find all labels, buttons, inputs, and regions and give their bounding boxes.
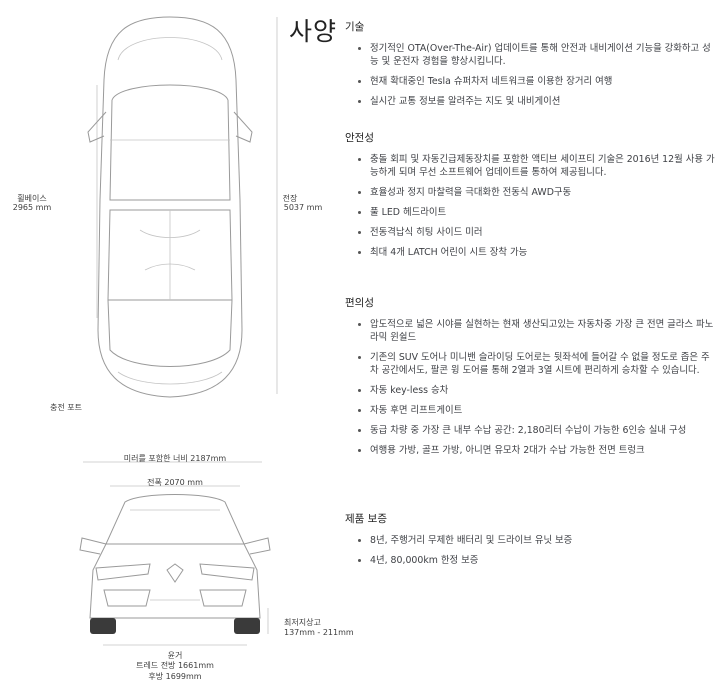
section-convenience: 편의성 압도적으로 넓은 시야를 실현하는 현재 생산되고있는 자동차중 가장 … [345, 295, 715, 464]
list-item: 충돌 회피 및 자동긴급제동장치를 포함한 액티브 세이프티 기술은 2016년… [345, 153, 715, 179]
list-item: 압도적으로 넓은 시야를 실현하는 현재 생산되고있는 자동차중 가장 큰 전면… [345, 318, 715, 344]
charge-port-label: 충전 포트 [50, 403, 82, 412]
section-warranty: 제품 보증 8년, 주행거리 무제한 배터리 및 드라이브 유닛 보증 4년, … [345, 511, 715, 574]
length-value: 5037 mm [283, 203, 323, 212]
section-technology: 기술 정기적인 OTA(Over-The-Air) 업데이트를 통해 안전과 내… [345, 19, 715, 115]
list-item: 정기적인 OTA(Over-The-Air) 업데이트를 통해 안전과 내비게이… [345, 42, 715, 68]
section-heading: 기술 [345, 21, 365, 33]
list-item: 기존의 SUV 도어나 미니밴 슬라이딩 도어로는 뒷좌석에 들어갈 수 없을 … [345, 351, 715, 377]
track-label: 윤거 [167, 651, 183, 660]
list-item: 효율성과 정지 마찰력을 극대화한 전동식 AWD구동 [345, 186, 715, 199]
car-top-view-diagram [87, 16, 278, 398]
clearance-value: 137mm - 211mm [284, 628, 354, 637]
length-label: 전장 [282, 194, 298, 203]
track-front: 트레드 전방 1661mm [136, 661, 214, 670]
section-heading: 안전성 [345, 132, 374, 144]
list-item: 8년, 주행거리 무제한 배터리 및 드라이브 유닛 보증 [345, 534, 715, 547]
wheelbase-label: 휠베이스 [17, 194, 47, 203]
track-rear: 후방 1699mm [148, 672, 202, 681]
list-item: 동급 차량 중 가장 큰 내부 수납 공간: 2,180리터 수납이 가능한 6… [345, 424, 715, 437]
width: 전폭 2070 mm [147, 478, 203, 487]
wheelbase-value: 2965 mm [12, 203, 52, 212]
list-item: 최대 4개 LATCH 어린이 시트 장착 가능 [345, 246, 715, 259]
list-item: 여행용 가방, 골프 가방, 아니면 유모차 2대가 수납 가능한 전면 트렁크 [345, 444, 715, 457]
list-item: 자동 후면 리프트게이트 [345, 404, 715, 417]
width-with-mirrors: 미러를 포함한 너비 2187mm [123, 454, 227, 463]
section-safety: 안전성 충돌 회피 및 자동긴급제동장치를 포함한 액티브 세이프티 기술은 2… [345, 130, 715, 266]
clearance-label: 최저지상고 [284, 618, 321, 627]
car-front-view-diagram [79, 461, 271, 646]
page-title: 사양 [289, 17, 338, 46]
list-item: 풀 LED 헤드라이트 [345, 206, 715, 219]
section-heading: 제품 보증 [345, 513, 387, 525]
list-item: 현재 확대중인 Tesla 슈퍼차저 네트워크를 이용한 장거리 여행 [345, 75, 715, 88]
list-item: 자동 key-less 승차 [345, 384, 715, 397]
list-item: 4년, 80,000km 한정 보증 [345, 554, 715, 567]
list-item: 전동격납식 히팅 사이드 미러 [345, 226, 715, 239]
section-heading: 편의성 [345, 297, 374, 309]
list-item: 실시간 교통 정보를 알려주는 지도 및 내비게이션 [345, 95, 715, 108]
